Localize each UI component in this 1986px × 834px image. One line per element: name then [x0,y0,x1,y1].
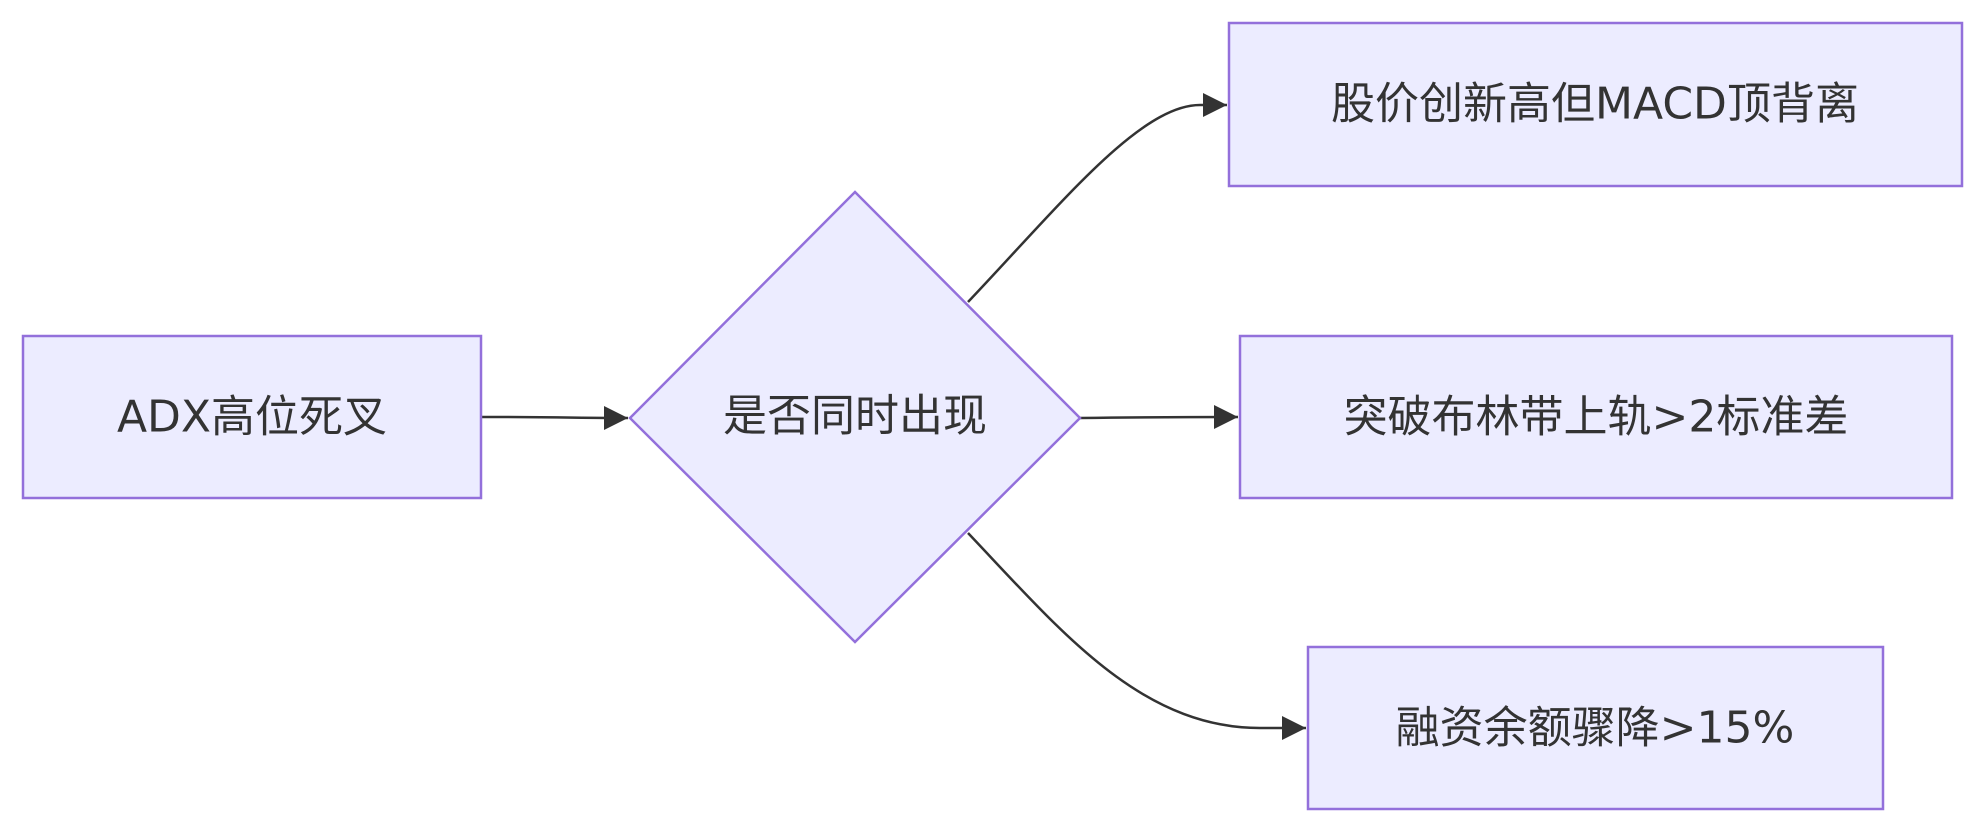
node-a-shape [21,334,483,500]
decision-simultaneous[interactable]: 是否同时出现 [628,190,1082,644]
node-macd-divergence[interactable]: 股价创新高但MACD顶背离 [1227,21,1964,188]
edge-b-to-d [1079,405,1239,430]
node-c-label: 股价创新高但MACD顶背离 [1331,79,1859,130]
node-b-diamond [628,190,1082,644]
node-c-shape [1227,21,1964,188]
node-d-shape [1238,334,1954,500]
node-a-label: ADX高位死叉 [117,392,387,443]
node-b-label: 是否同时出现 [723,391,987,442]
node-e-shape [1306,645,1885,811]
node-margin-drop[interactable]: 融资余额骤降>15% [1306,645,1885,811]
node-d-label: 突破布林带上轨>2标准差 [1344,392,1849,443]
node-adx-death-cross[interactable]: ADX高位死叉 [21,334,483,500]
edge-b-to-c [967,93,1227,303]
edge-b-to-e [967,532,1306,740]
node-e-label: 融资余额骤降>15% [1396,703,1795,754]
edge-a-to-b [480,405,629,430]
node-bollinger-breakout[interactable]: 突破布林带上轨>2标准差 [1238,334,1954,500]
